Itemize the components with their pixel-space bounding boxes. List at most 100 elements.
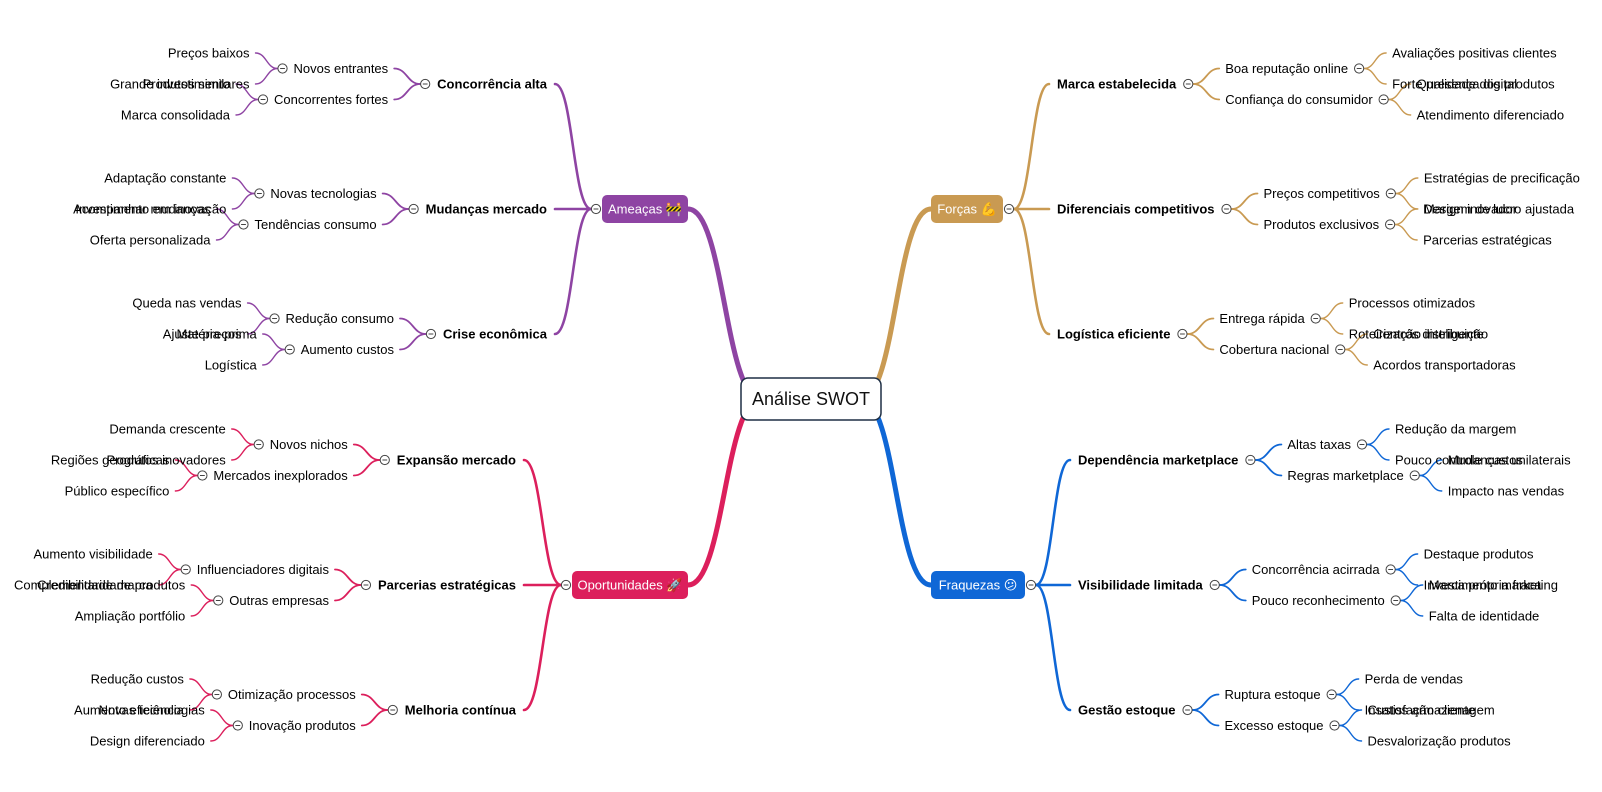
collapse-toggle-icon[interactable]: [1177, 328, 1188, 340]
collapse-toggle-icon[interactable]: [1221, 203, 1232, 215]
leaf-node[interactable]: Desvalorização produtos: [1368, 734, 1512, 749]
leaf-node[interactable]: Produtos inovadores: [106, 453, 226, 468]
collapse-toggle-icon[interactable]: [1378, 94, 1389, 105]
collapse-toggle-icon[interactable]: [425, 328, 437, 340]
collapse-toggle-icon[interactable]: [1385, 219, 1396, 230]
leaf-node[interactable]: Preços baixos: [168, 46, 250, 61]
collapse-toggle-icon[interactable]: [1183, 78, 1194, 90]
collapse-toggle-icon[interactable]: [1356, 439, 1368, 450]
root-node[interactable]: Análise SWOT: [740, 377, 882, 421]
subtopic-node[interactable]: Concorrência acirrada: [1252, 562, 1381, 577]
topic-node[interactable]: Gestão estoque: [1078, 703, 1176, 718]
collapse-toggle-icon[interactable]: [284, 344, 295, 355]
collapse-toggle-icon[interactable]: [379, 454, 390, 466]
collapse-toggle-icon[interactable]: [1354, 63, 1365, 74]
topic-node[interactable]: Diferenciais competitivos: [1057, 202, 1215, 217]
collapse-toggle-icon[interactable]: [1182, 704, 1193, 716]
leaf-node[interactable]: Queda nas vendas: [132, 296, 242, 311]
subtopic-node[interactable]: Redução consumo: [286, 311, 394, 326]
leaf-node[interactable]: Logística: [205, 358, 258, 373]
subtopic-node[interactable]: Novos nichos: [270, 437, 349, 452]
subtopic-node[interactable]: Concorrentes fortes: [274, 92, 389, 107]
topic-node[interactable]: Crise econômica: [443, 327, 548, 342]
leaf-node[interactable]: Atendimento diferenciado: [1417, 108, 1564, 123]
collapse-toggle-icon[interactable]: [257, 94, 269, 105]
subtopic-node[interactable]: Cobertura nacional: [1219, 342, 1329, 357]
collapse-toggle-icon[interactable]: [1245, 454, 1256, 466]
subtopic-node[interactable]: Mercados inexplorados: [213, 468, 348, 483]
collapse-toggle-icon[interactable]: [254, 188, 265, 199]
leaf-node[interactable]: Público específico: [65, 484, 170, 499]
leaf-node[interactable]: Complementaridade produtos: [14, 578, 186, 593]
leaf-node[interactable]: Aumento eficiência: [74, 703, 185, 718]
collapse-toggle-icon[interactable]: [213, 595, 224, 606]
collapse-toggle-icon[interactable]: [420, 78, 431, 90]
leaf-node[interactable]: Forte presença digital: [1392, 77, 1517, 92]
leaf-node[interactable]: Margem de lucro ajustada: [1424, 202, 1575, 217]
collapse-toggle-icon[interactable]: [238, 219, 249, 230]
leaf-node[interactable]: Custos armazenagem: [1368, 703, 1495, 718]
leaf-node[interactable]: Novas tecnologias: [99, 703, 206, 718]
leaf-node[interactable]: Aumento visibilidade: [33, 547, 152, 562]
subtopic-node[interactable]: Produtos exclusivos: [1263, 217, 1379, 232]
leaf-node[interactable]: Ajuste preços: [163, 327, 242, 342]
collapse-toggle-icon[interactable]: [1335, 344, 1346, 355]
collapse-toggle-icon[interactable]: [560, 579, 572, 591]
subtopic-node[interactable]: Aumento custos: [301, 342, 395, 357]
subtopic-node[interactable]: Influenciadores digitais: [197, 562, 330, 577]
branch-node-oportunidades[interactable]: Oportunidades 🚀: [572, 571, 688, 599]
collapse-toggle-icon[interactable]: [197, 470, 208, 481]
branch-node-fraquezas[interactable]: Fraquezas 😕: [931, 571, 1025, 599]
subtopic-node[interactable]: Outras empresas: [229, 593, 329, 608]
collapse-toggle-icon[interactable]: [387, 704, 398, 716]
leaf-node[interactable]: Estratégias de precificação: [1424, 171, 1580, 186]
subtopic-node[interactable]: Boa reputação online: [1225, 61, 1348, 76]
leaf-node[interactable]: Avaliações positivas clientes: [1392, 46, 1557, 61]
topic-node[interactable]: Concorrência alta: [437, 77, 548, 92]
topic-node[interactable]: Expansão mercado: [397, 453, 516, 468]
collapse-toggle-icon[interactable]: [1329, 720, 1340, 731]
leaf-node[interactable]: Oferta personalizada: [90, 233, 211, 248]
subtopic-node[interactable]: Altas taxas: [1287, 437, 1351, 452]
leaf-node[interactable]: Redução da margem: [1395, 422, 1516, 437]
leaf-node[interactable]: Processos otimizados: [1349, 296, 1476, 311]
leaf-node[interactable]: Adaptação constante: [104, 171, 226, 186]
leaf-node[interactable]: Pouco controle custos: [1395, 453, 1523, 468]
subtopic-node[interactable]: Inovação produtos: [249, 718, 356, 733]
collapse-toggle-icon[interactable]: [1390, 595, 1401, 606]
collapse-toggle-icon[interactable]: [1025, 579, 1037, 591]
leaf-node[interactable]: Acompanhar mudanças: [73, 202, 211, 217]
branch-node-ameacas[interactable]: Ameaças 🚧: [602, 195, 688, 223]
leaf-node[interactable]: Parcerias estratégicas: [1423, 233, 1552, 248]
collapse-toggle-icon[interactable]: [1209, 579, 1220, 591]
leaf-node[interactable]: Mudanças unilaterais: [1448, 453, 1571, 468]
collapse-toggle-icon[interactable]: [1310, 313, 1321, 324]
leaf-node[interactable]: Ampliação portfólio: [75, 609, 186, 624]
topic-node[interactable]: Marca estabelecida: [1057, 77, 1177, 92]
leaf-node[interactable]: Acordos transportadoras: [1373, 358, 1516, 373]
collapse-toggle-icon[interactable]: [211, 689, 222, 700]
subtopic-node[interactable]: Preços competitivos: [1263, 186, 1380, 201]
leaf-node[interactable]: Perda de vendas: [1365, 672, 1464, 687]
leaf-node[interactable]: Insatisfação cliente: [1365, 703, 1476, 718]
leaf-node[interactable]: Design diferenciado: [90, 734, 205, 749]
collapse-toggle-icon[interactable]: [180, 564, 191, 575]
leaf-node[interactable]: Impacto nas vendas: [1448, 484, 1565, 499]
leaf-node[interactable]: Regiões geográficas: [51, 453, 170, 468]
subtopic-node[interactable]: Novas tecnologias: [270, 186, 377, 201]
collapse-toggle-icon[interactable]: [1003, 203, 1015, 215]
collapse-toggle-icon[interactable]: [1385, 188, 1396, 199]
topic-node[interactable]: Mudanças mercado: [426, 202, 547, 217]
subtopic-node[interactable]: Pouco reconhecimento: [1252, 593, 1385, 608]
branch-node-forcas[interactable]: Forças 💪: [931, 195, 1003, 223]
leaf-node[interactable]: Falta de identidade: [1429, 609, 1540, 624]
leaf-node[interactable]: Credibilidade marca: [37, 578, 153, 593]
topic-node[interactable]: Dependência marketplace: [1078, 453, 1238, 468]
topic-node[interactable]: Logística eficiente: [1057, 327, 1170, 342]
leaf-node[interactable]: Matéria-prima: [177, 327, 258, 342]
collapse-toggle-icon[interactable]: [253, 439, 264, 450]
subtopic-node[interactable]: Novos entrantes: [294, 61, 389, 76]
subtopic-node[interactable]: Ruptura estoque: [1225, 687, 1321, 702]
leaf-node[interactable]: Investimento marketing: [1424, 578, 1558, 593]
leaf-node[interactable]: Destaque produtos: [1424, 547, 1534, 562]
